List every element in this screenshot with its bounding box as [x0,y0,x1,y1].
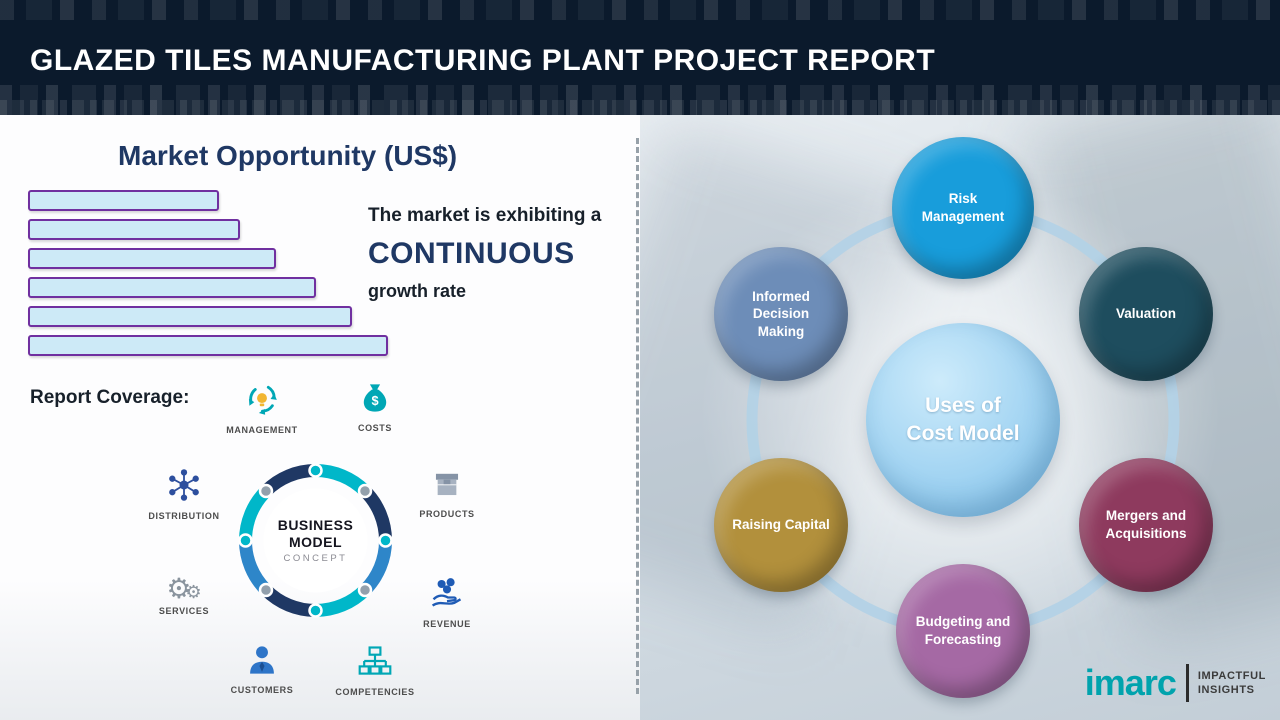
coverage-item-distribution: DISTRIBUTION [136,467,232,521]
right-panel: Risk Management Valuation Mergers and Ac… [640,115,1280,720]
dollar-symbol: $ [371,393,378,408]
growth-line-1: The market is exhibiting a [368,205,602,226]
panel-divider [636,138,639,694]
coverage-item-label: COMPETENCIES [335,687,415,697]
growth-line-2: CONTINUOUS [368,237,575,270]
market-bar [28,219,240,240]
node-label: Mergers and Acquisitions [1105,508,1187,541]
coverage-item-management: MANAGEMENT [214,381,310,435]
coverage-item-revenue: REVENUE [399,575,495,629]
brand-imarc: imarc [1084,662,1177,703]
distribution-icon [169,469,199,501]
coverage-item-label: SERVICES [158,606,210,616]
coverage-item-products: PRODUCTS [399,467,495,519]
costs-icon: $ [363,384,387,412]
market-opportunity-bar-chart [28,190,388,364]
skyline-top-decoration [0,0,1280,20]
imarc-logo: imarc IMPACTFUL INSIGHTS [1085,664,1266,702]
node-risk-management: Risk Management [892,137,1034,279]
business-model-diagram: BUSINESS MODEL CONCEPT [228,453,403,628]
coverage-item-label: COSTS [357,423,392,433]
market-bar [28,248,276,269]
header: GLAZED TILES MANUFACTURING PLANT PROJECT… [0,0,1280,115]
bm-center-line-2: MODEL [288,533,343,550]
market-bar [28,306,352,327]
market-opportunity-title: Market Opportunity (US$) [118,140,458,171]
coverage-item-label: MANAGEMENT [226,425,298,435]
node-label: Budgeting and Forecasting [915,614,1011,647]
node-label: Informed Decision Making [752,288,810,339]
market-bar [28,190,219,211]
competencies-icon [358,646,392,675]
coverage-item-label: REVENUE [423,619,471,629]
growth-statement: The market is exhibiting a CONTINUOUS gr… [368,205,630,302]
market-bar [28,277,316,298]
node-informed-decision-making: Informed Decision Making [714,247,848,381]
tagline-line-1: IMPACTFUL [1197,669,1266,682]
products-icon [435,473,459,496]
coverage-item-label: CUSTOMERS [230,685,294,695]
coverage-item-customers: CUSTOMERS [214,643,310,695]
coverage-item-competencies: COMPETENCIES [327,643,423,697]
node-label: Valuation [1115,306,1176,322]
node-budgeting-forecasting: Budgeting and Forecasting [896,564,1030,698]
services-icon: ⚙⚙ [166,573,202,604]
left-panel-fade [0,580,640,720]
logo-divider [1185,664,1189,702]
cost-model-center: Uses of Cost Model [866,323,1060,517]
bm-center-line-1: BUSINESS [277,517,354,534]
node-valuation: Valuation [1079,247,1213,381]
coverage-item-costs: $ COSTS [327,381,423,433]
node-label: Risk Management [921,191,1005,224]
skyline-bottom-decoration [0,85,1280,115]
tagline-line-2: INSIGHTS [1197,684,1255,696]
management-icon [248,385,277,415]
coverage-item-label: PRODUCTS [419,509,475,519]
revenue-icon [431,578,462,607]
node-mergers-acquisitions: Mergers and Acquisitions [1079,458,1213,592]
left-panel: Market Opportunity (US$) The market is e… [0,115,640,720]
growth-line-3: growth rate [368,281,467,301]
coverage-item-label: DISTRIBUTION [148,511,220,521]
customers-icon [250,646,274,674]
skyline-bottom-decoration-2 [0,100,1280,115]
business-model-ring [238,463,393,618]
logo-tagline: IMPACTFUL INSIGHTS [1198,669,1266,698]
node-raising-capital: Raising Capital [714,458,848,592]
business-model-center-label: BUSINESS MODEL CONCEPT [228,453,403,628]
report-coverage-label: Report Coverage: [30,387,190,408]
coverage-item-services: ⚙⚙ SERVICES [136,573,232,617]
node-label: Raising Capital [732,517,830,533]
bm-center-line-3: CONCEPT [283,552,348,564]
page-title: GLAZED TILES MANUFACTURING PLANT PROJECT… [30,44,936,77]
market-bar [28,335,388,356]
center-label-line-2: Cost Model [906,422,1020,445]
center-label-line-1: Uses of [925,393,1001,417]
